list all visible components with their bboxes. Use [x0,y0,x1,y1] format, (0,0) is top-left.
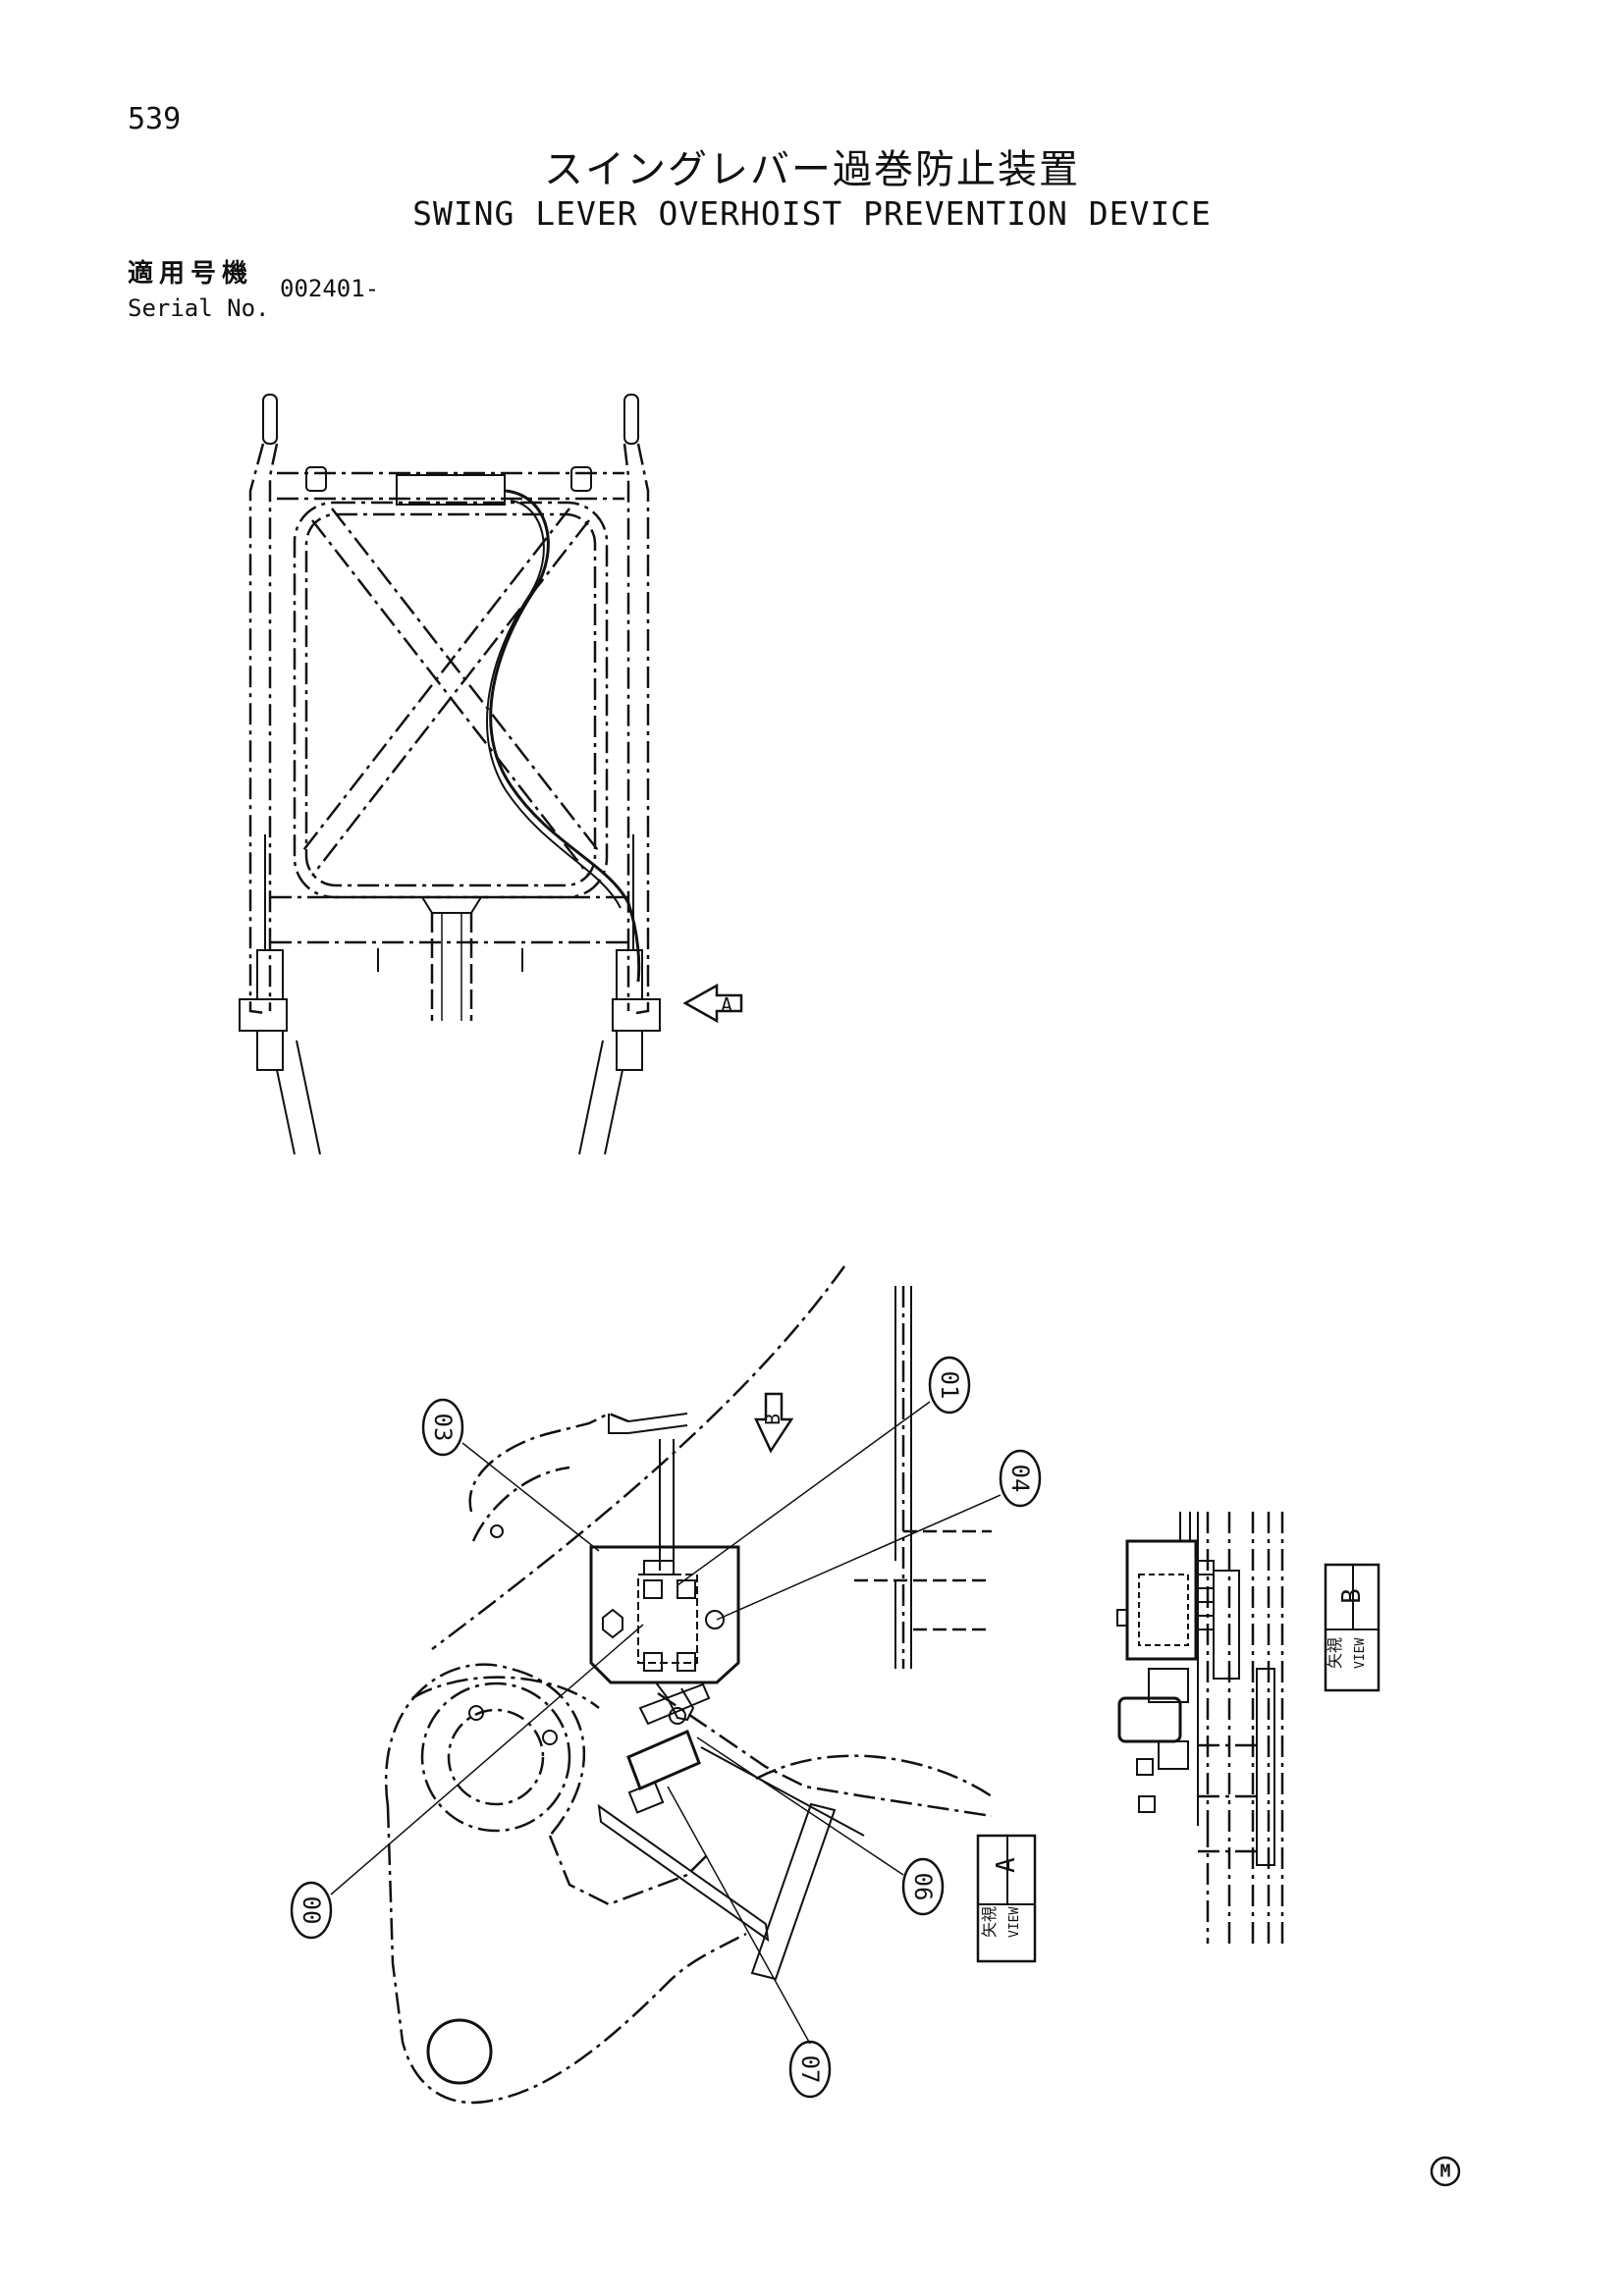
callout-00: 00 [290,1881,333,1940]
arrow-b-label: B [761,1414,785,1425]
serial-number-value: 002401- [280,275,380,302]
view-label-a-jp: 矢視 [980,1906,999,1938]
callout-01: 01 [928,1356,971,1415]
callout-leaders [330,1401,1001,2045]
top-view-frame: A [239,394,743,1155]
callout-03-label: 03 [429,1414,457,1442]
view-b-detail [1116,1512,1284,1944]
view-label-b-en: VIEW [1353,1638,1368,1669]
view-label-a: 矢視 VIEW A [976,1834,1037,1963]
callout-04: 04 [999,1449,1042,1508]
view-label-a-en: VIEW [1007,1907,1022,1938]
callout-04-label: 04 [1006,1465,1034,1493]
title-english: SWING LEVER OVERHOIST PREVENTION DEVICE [412,194,1212,233]
view-label-b-letter: B [1337,1588,1367,1604]
view-label-b-jp: 矢視 [1326,1637,1344,1669]
callout-00-label: 00 [298,1896,325,1925]
page-number: 539 [128,102,182,136]
callout-07: 07 [788,2040,832,2099]
view-label-a-letter: A [992,1857,1021,1873]
title-japanese: スイングレバー過巻防止装置 [544,147,1080,192]
callout-06: 06 [901,1857,945,1916]
side-view-lever: B [385,1265,993,2105]
callout-01-label: 01 [936,1371,963,1400]
footer-m-letter: M [1440,2162,1451,2182]
serial-label-japanese: 適用号機 [128,259,254,289]
callout-06-label: 06 [909,1873,937,1901]
callout-07-label: 07 [796,2056,824,2084]
serial-label-english: Serial No. [128,294,270,322]
callout-03: 03 [421,1398,464,1457]
footer-m-mark: M [1430,2156,1461,2187]
arrow-a-label: A [721,993,732,1017]
view-label-b: 矢視 VIEW B [1324,1563,1380,1692]
